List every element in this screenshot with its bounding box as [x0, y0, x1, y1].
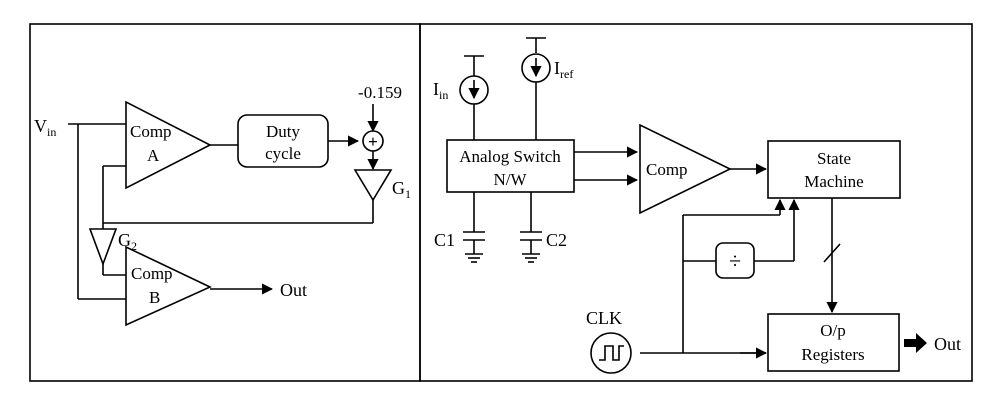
bus-slash [823, 243, 841, 263]
state-machine-block [767, 140, 901, 199]
gain-g2 [88, 228, 118, 267]
registers-label: O/p [820, 321, 846, 340]
comparator-b-sublabel: B [149, 288, 160, 307]
capacitor-c1 [463, 192, 485, 263]
analog-switch-label: Analog Switch [459, 147, 561, 166]
offset-value: -0.159 [358, 83, 402, 102]
registers-sublabel: Registers [801, 345, 864, 364]
g2-output-wire [102, 264, 126, 276]
c2-label: C2 [546, 230, 567, 250]
vin-wires [68, 123, 126, 300]
right-panel: Iin Iref Analog Switch N/W C1 [433, 37, 961, 374]
comparator-b [125, 245, 212, 327]
comparator [639, 123, 732, 215]
g2-label: G2 [118, 230, 137, 253]
analog-switch-sublabel: N/W [493, 170, 527, 189]
output-arrow [904, 333, 927, 353]
clk-label: CLK [586, 308, 622, 328]
square-wave-icon [599, 345, 624, 361]
left-panel: Vin Comp A Duty cycle -0.159 + G1 [34, 83, 411, 327]
divider-symbol: ÷ [729, 248, 741, 273]
right-panel-frame [419, 23, 973, 382]
right-output-label: Out [934, 334, 961, 354]
comparator-a [125, 100, 212, 190]
g1-feedback-wire [102, 165, 374, 229]
c1-label: C1 [434, 230, 455, 250]
iin-label: Iin [433, 79, 448, 102]
iref-current-source [521, 37, 551, 140]
iref-label: Iref [554, 58, 573, 81]
g1-label: G1 [392, 178, 411, 201]
clock-source [590, 332, 632, 374]
output-registers-block [767, 313, 900, 372]
left-output-label: Out [280, 280, 307, 300]
duty-cycle-label: Duty [266, 122, 301, 141]
analog-switch-block [446, 139, 575, 193]
comparator-a-sublabel: A [147, 146, 160, 165]
gain-g1 [353, 169, 393, 202]
vin-label: Vin [34, 116, 56, 139]
iin-current-source [459, 55, 489, 140]
state-machine-sublabel: Machine [804, 172, 863, 191]
left-panel-frame [29, 23, 421, 382]
comparator-b-label: Comp [131, 264, 173, 283]
comparator-label: Comp [646, 160, 688, 179]
duty-cycle-sublabel: cycle [265, 144, 301, 163]
state-machine-label: State [817, 149, 851, 168]
comparator-a-label: Comp [130, 122, 172, 141]
capacitor-c2 [520, 192, 542, 263]
summer-symbol: + [368, 132, 378, 151]
